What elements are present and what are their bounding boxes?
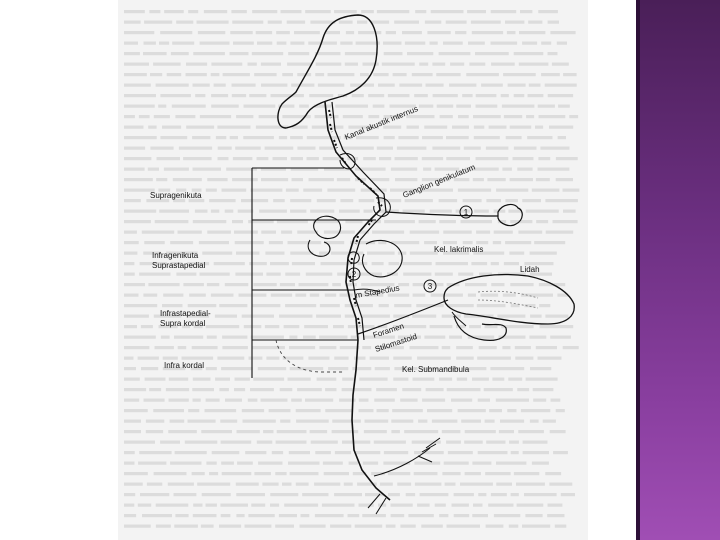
label-infragenikuta: Infragenikuta: [152, 251, 199, 260]
lidah-tongue: [444, 275, 574, 325]
main-nerve-trunk: [325, 102, 390, 500]
cochlea-shape: [308, 216, 340, 256]
label-infrastapedial: Infrastapedial-: [160, 309, 211, 318]
label-ganglion: Ganglion genikulatum: [401, 162, 476, 199]
brainstem-shape: [278, 15, 377, 128]
marker-2-text: 2: [352, 270, 357, 279]
ossicle-shape: [362, 240, 402, 276]
facial-nerve-diagram: 1 2 3 Kanal akustik internus Ganglion ge…: [118, 0, 588, 540]
lower-branch: [374, 448, 430, 476]
label-kanal-akustik: Kanal akustik internus: [343, 104, 419, 142]
lower-branch: [376, 498, 386, 514]
label-supragenikuta: Supragenikuta: [150, 191, 202, 200]
label-suprastapedial: Suprastapedial: [152, 261, 206, 270]
tongue-inner-texture: [478, 291, 538, 308]
lakrimalis-gland: [498, 205, 522, 226]
label-lakrimalis: Kel. lakrimalis: [434, 245, 483, 254]
label-stapedius: m Stapedius: [355, 283, 400, 300]
label-submandibula: Kel. Submandibula: [402, 365, 470, 374]
lower-branch: [368, 494, 380, 508]
label-supra-kordal: Supra kordal: [160, 319, 206, 328]
nerve-loop: [374, 198, 391, 217]
decorative-sidebar: [640, 0, 720, 540]
marker-3-text: 3: [428, 282, 433, 291]
label-infra-kordal: Infra kordal: [164, 361, 204, 370]
submandibula-gland: [454, 316, 506, 340]
main-nerve-trunk-inner: [332, 102, 386, 340]
branch-lakrimalis: [386, 212, 498, 216]
dashed-outline: [276, 340, 344, 372]
label-lidah: Lidah: [520, 265, 540, 274]
marker-1-text: 1: [464, 208, 469, 217]
lower-branch: [418, 438, 440, 462]
